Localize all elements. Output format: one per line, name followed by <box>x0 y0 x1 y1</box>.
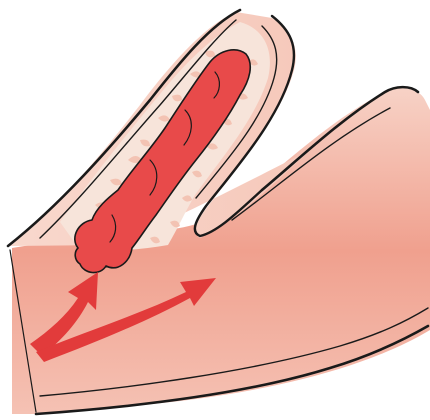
vessel-illustration <box>0 0 430 420</box>
diagram-canvas <box>0 0 430 420</box>
